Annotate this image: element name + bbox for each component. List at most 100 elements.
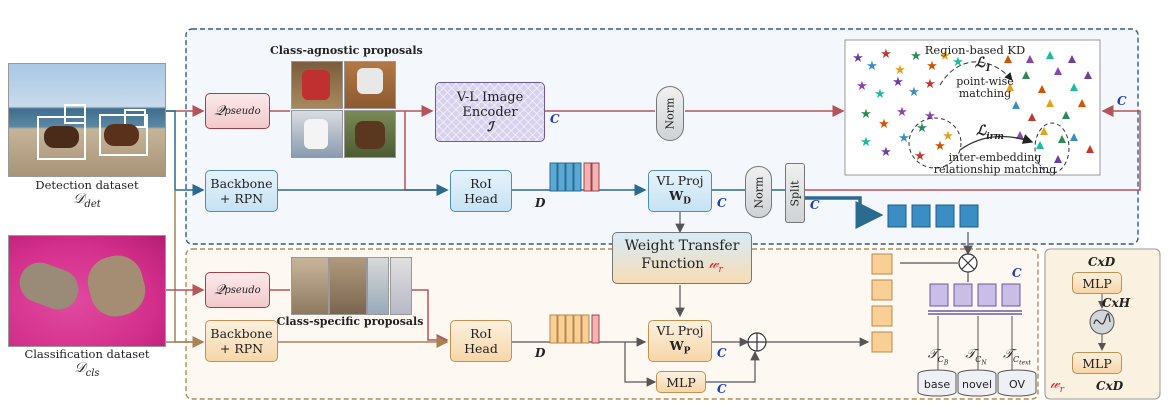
- proposal-image-2: [344, 61, 396, 109]
- legend-wr-label: 𝓌r: [1050, 376, 1065, 395]
- detection-image: [8, 63, 166, 177]
- kd-star-point: ★: [908, 85, 920, 100]
- kd-star-point: ★: [914, 149, 926, 164]
- kd-star-point: ★: [898, 131, 910, 146]
- norm-mid-block: Norm: [745, 166, 772, 218]
- kd-star-point: ★: [926, 59, 938, 74]
- kd-triangle-point: [1054, 67, 1062, 75]
- detection-gt-box-2: [64, 104, 86, 124]
- classification-dataset-title: Classification dataset: [24, 347, 150, 361]
- proposal-image-3: [291, 110, 343, 158]
- kd-star-embeddings: ★★★★★★★★★★★★★★★★★★★★★★★★: [852, 47, 964, 164]
- cls-proposal-image-3: [367, 257, 389, 315]
- kd-star-point: ★: [952, 55, 964, 70]
- weight-transfer-function-block: Weight Transfer Function 𝓌r: [612, 232, 752, 284]
- kd-triangle-point: [1078, 99, 1086, 107]
- mlp-to-sum-line: [705, 350, 760, 383]
- kd-triangle-point: [1068, 55, 1076, 63]
- vlproj-bottom-output-dim: C: [717, 346, 727, 360]
- kd-star-point: ★: [916, 121, 928, 136]
- legend-activation-node: [1089, 309, 1115, 335]
- kd-star-point: ★: [924, 109, 936, 124]
- kd-point-wise-arrow: [939, 61, 1013, 86]
- horse-shape-1: [44, 126, 79, 148]
- legend-cxd-bottom: CxD: [1096, 379, 1124, 393]
- kd-star-point: ★: [874, 87, 886, 102]
- bottom-roi-features: [549, 314, 600, 344]
- database-cylinders: [917, 316, 1037, 397]
- kd-triangle-point: [1062, 111, 1070, 119]
- split-output-dim: C: [810, 198, 820, 212]
- region-kd-title: Region-based KD: [924, 43, 1026, 57]
- legend-mlp-1-block: MLP: [1072, 272, 1122, 294]
- kd-input-dim: C: [1117, 94, 1127, 108]
- norm-top-block: Norm: [656, 86, 684, 141]
- kd-star-point: ★: [866, 59, 878, 74]
- kd-relationship-ellipse-right: [1034, 122, 1070, 174]
- mlp-bottom-output-dim: C: [717, 382, 727, 396]
- kd-irm-arrow: [959, 134, 1034, 151]
- text-embed-novel-label: 𝒯CN: [965, 347, 987, 367]
- vl-proj-bottom-block: VL Proj WP: [648, 320, 712, 362]
- kd-triangle-point: [1084, 71, 1092, 79]
- proposal-image-1: [291, 61, 343, 109]
- top-roi-features: [549, 162, 600, 192]
- kd-triangle-point: [1012, 101, 1020, 109]
- kd-star-point: ★: [860, 107, 872, 122]
- detection-dataset-symbol: 𝒟det: [73, 191, 101, 210]
- cls-region-features: [871, 253, 893, 353]
- text-embed-base-label: 𝒯CB: [927, 347, 949, 367]
- kd-star-point: ★: [924, 77, 936, 92]
- encoder-output-dim: C: [550, 112, 560, 126]
- multiply-output-dim: C: [1012, 266, 1022, 280]
- point-wise-matching-label: point-wise matching: [956, 75, 1014, 100]
- roi-bottom-output-dim: D: [535, 346, 546, 360]
- text-embedding-classifier: [928, 283, 1022, 315]
- db-base-label: base: [923, 378, 951, 391]
- kd-star-point: ★: [880, 145, 892, 160]
- vl-proj-top-block: VL Proj WD: [648, 170, 712, 212]
- loss-l1-label: ℒ1: [974, 55, 992, 74]
- kd-triangle-point: [1040, 127, 1048, 135]
- kd-triangle-point: [1054, 155, 1062, 163]
- kd-star-point: ★: [852, 51, 864, 66]
- kd-triangle-point: [1046, 51, 1054, 59]
- kd-star-point: ★: [880, 47, 892, 62]
- cls-proposal-image-2: [329, 257, 367, 315]
- roi-top-output-dim: D: [535, 196, 546, 210]
- cat-shape-1: [13, 256, 85, 316]
- kd-triangle-point: [1006, 83, 1014, 91]
- split-to-kd-line: [805, 105, 1141, 191]
- mlp-bottom-block: MLP: [656, 371, 706, 393]
- legend-cxd-top: CxD: [1088, 255, 1116, 269]
- class-specific-label: Class-specific proposals: [276, 315, 424, 328]
- kd-star-point: ★: [939, 49, 951, 64]
- kd-star-point: ★: [896, 105, 908, 120]
- kd-triangle-point: [1058, 135, 1066, 143]
- split-block: Split: [785, 163, 805, 223]
- cls-proposal-image-1: [291, 257, 329, 315]
- kd-star-point: ★: [894, 63, 906, 78]
- vlproj-top-output-dim: C: [717, 196, 727, 210]
- multiply-node-x: [961, 256, 975, 270]
- legend-cxh: CxH: [1102, 296, 1131, 310]
- cls-proposal-image-4: [390, 257, 412, 315]
- kd-star-point: ★: [942, 129, 954, 144]
- text-embed-text-label: 𝒯Ctext: [1003, 347, 1031, 367]
- backbone-rpn-top-block: Backbone+ RPN: [205, 170, 278, 212]
- kd-star-point: ★: [892, 75, 904, 90]
- kd-triangle-point: [1036, 141, 1044, 149]
- sum-node-plus: [748, 333, 766, 351]
- detection-gt-box-3: [99, 114, 148, 156]
- proposal-image-4: [344, 110, 396, 158]
- db-ov-label: OV: [1009, 378, 1025, 391]
- kd-star-point: ★: [878, 117, 890, 132]
- classification-dataset-symbol: 𝒟cls: [74, 360, 100, 379]
- classification-image: [8, 235, 166, 347]
- kd-relationship-ellipse-left: [908, 117, 962, 169]
- class-agnostic-label: Class-agnostic proposals: [270, 44, 423, 57]
